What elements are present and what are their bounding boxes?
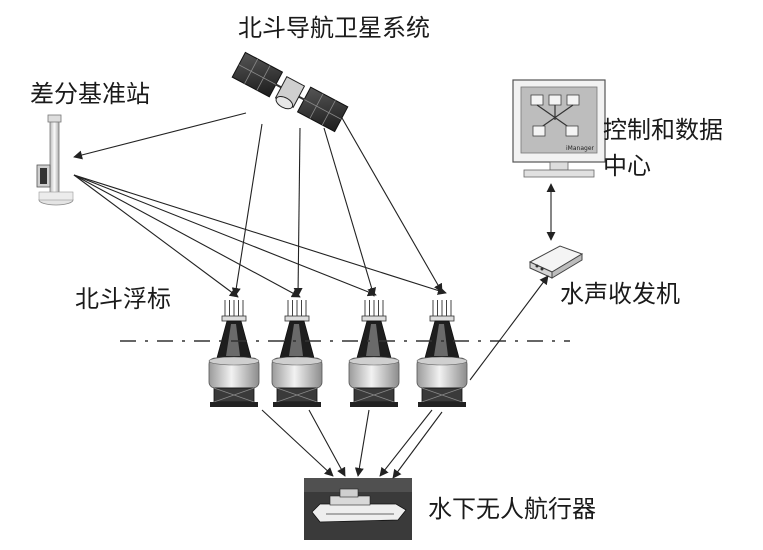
signal-arrow: [469, 275, 549, 381]
signal-arrow: [73, 174, 377, 297]
buoy-group: [208, 300, 468, 407]
auv-label: 水下无人航行器: [428, 495, 596, 523]
transceiver-label: 水声收发机: [560, 280, 680, 308]
reference-station-label: 差分基准站: [30, 80, 150, 108]
control-center-label: 控制和数据中心: [603, 116, 723, 180]
monitor-brand: iManager: [566, 145, 595, 152]
signal-arrow: [73, 174, 239, 298]
signal-arrow: [392, 411, 443, 479]
signal-arrow: [73, 112, 247, 160]
monitor-icon: iManager: [512, 79, 606, 178]
signal-arrow: [231, 123, 263, 297]
signal-arrow: [341, 117, 443, 293]
buoy-icon: [208, 300, 260, 407]
signal-arrow: [73, 174, 447, 295]
buoy-icon: [416, 300, 468, 407]
buoy-icon: [271, 300, 323, 407]
reference-station-icon: [36, 114, 74, 206]
signal-lines: [73, 112, 556, 479]
signal-arrow: [293, 127, 303, 297]
signal-arrow: [379, 409, 433, 477]
signal-arrow: [323, 127, 377, 297]
satellite-system-label: 北斗导航卫星系统: [238, 14, 430, 42]
signal-arrow: [308, 409, 346, 477]
signal-arrow: [354, 409, 370, 477]
buoy-icon: [348, 300, 400, 407]
buoys-label: 北斗浮标: [75, 285, 171, 313]
transceiver-icon: [528, 245, 584, 279]
auv-icon: [304, 478, 412, 540]
satellite-icon: [231, 51, 349, 133]
signal-arrow: [261, 409, 334, 477]
signal-arrow: [73, 174, 301, 298]
